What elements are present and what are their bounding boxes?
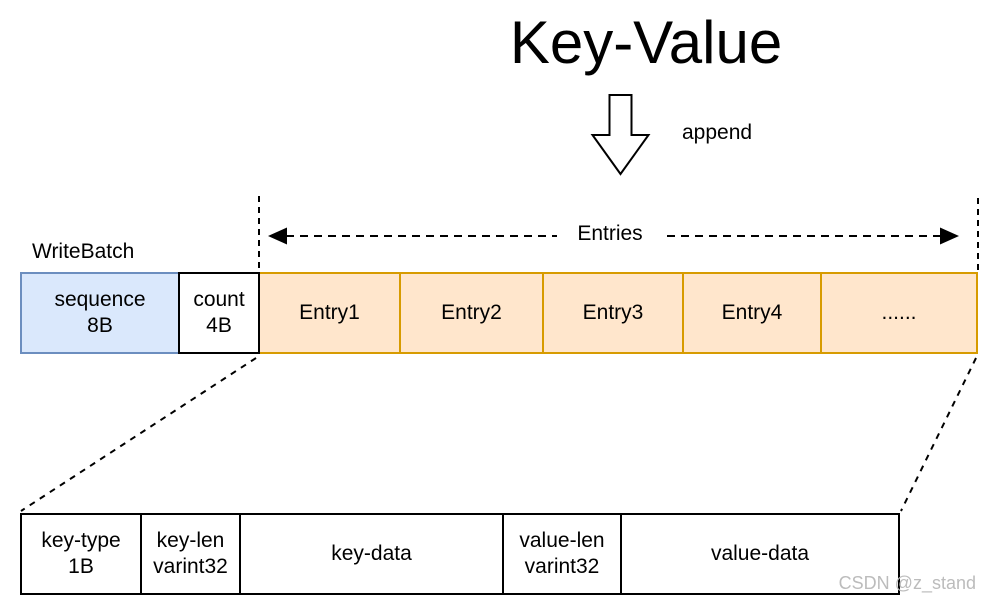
key-type-cell-label: key-type — [41, 529, 121, 552]
entry-more-cell-label: ...... — [881, 301, 917, 324]
value-len-cell-size: varint32 — [524, 555, 600, 578]
entries-label: Entries — [555, 222, 665, 246]
page-title: Key-Value — [509, 9, 783, 76]
entry4-cell-label: Entry4 — [721, 301, 783, 324]
key-data-cell-label: key-data — [331, 542, 412, 565]
entry3-cell: Entry3 — [542, 272, 684, 354]
entry2-cell-label: Entry2 — [441, 301, 502, 324]
entries-arrow-left-head-icon — [268, 227, 287, 245]
expand-right-dashed-line — [900, 357, 977, 512]
entry-detail-bar: key-type 1B key-len varint32 key-data va… — [20, 513, 900, 595]
sequence-cell-size: 8B — [87, 314, 113, 337]
entry4-cell: Entry4 — [682, 272, 822, 354]
expand-left-dashed-line — [20, 357, 257, 512]
writebatch-bar: sequence 8B count 4B Entry1 Entry2 Entry… — [20, 272, 978, 354]
entries-arrow-right-head-icon — [940, 227, 959, 245]
down-arrow-icon — [590, 94, 651, 176]
entry1-cell-label: Entry1 — [299, 301, 360, 324]
key-len-cell-size: varint32 — [153, 555, 228, 578]
value-len-cell-label: value-len — [519, 529, 605, 552]
key-len-cell-label: key-len — [156, 529, 225, 552]
entry-more-cell: ...... — [820, 272, 978, 354]
entry2-cell: Entry2 — [399, 272, 544, 354]
sequence-cell-label: sequence — [54, 288, 146, 311]
value-data-cell: value-data — [620, 513, 900, 595]
count-cell: count 4B — [178, 272, 260, 354]
value-data-cell-label: value-data — [710, 542, 810, 565]
writebatch-label: WriteBatch — [32, 240, 135, 263]
count-cell-size: 4B — [206, 314, 232, 337]
entry3-cell-label: Entry3 — [582, 301, 644, 324]
watermark: CSDN @z_stand — [838, 573, 976, 593]
value-len-cell: value-len varint32 — [502, 513, 622, 595]
append-label: append — [682, 121, 753, 144]
key-len-cell: key-len varint32 — [140, 513, 241, 595]
key-type-cell-size: 1B — [68, 555, 94, 578]
count-cell-label: count — [193, 288, 245, 311]
key-type-cell: key-type 1B — [20, 513, 142, 595]
entry1-cell: Entry1 — [258, 272, 401, 354]
key-data-cell: key-data — [239, 513, 504, 595]
sequence-cell: sequence 8B — [20, 272, 180, 354]
